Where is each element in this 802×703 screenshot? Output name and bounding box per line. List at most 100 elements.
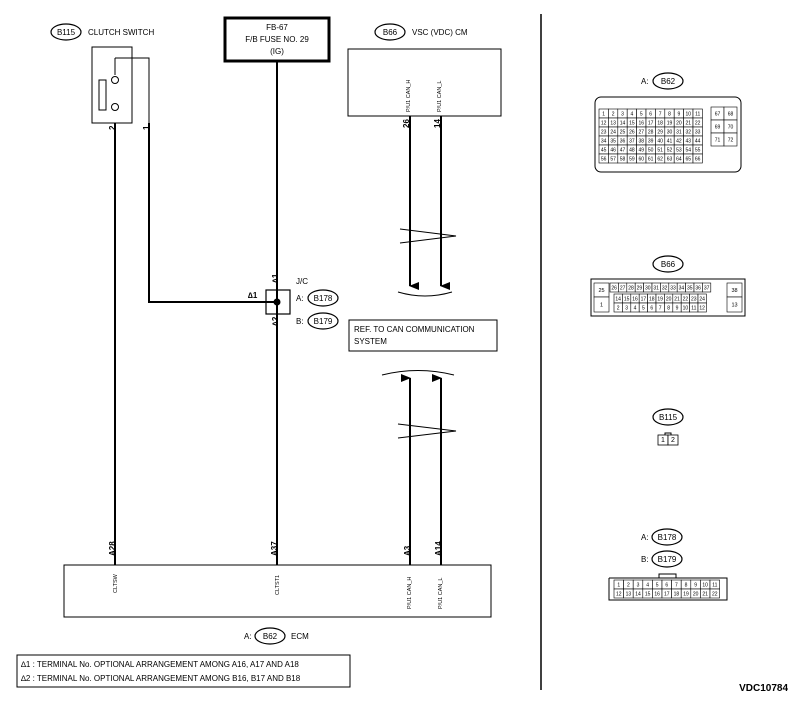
- jc-b-badge: [307, 312, 339, 330]
- pin-number: 28: [648, 129, 654, 135]
- pin-number: 40: [657, 138, 663, 144]
- pin-cell: [726, 296, 743, 313]
- pin-number: 5: [642, 305, 645, 311]
- pin-number: 66: [695, 156, 701, 162]
- twist-marker-lower: [397, 423, 457, 439]
- pin-number: 30: [667, 129, 673, 135]
- pin-number: 4: [646, 582, 649, 588]
- pin-number: 35: [610, 138, 616, 144]
- pin-number: 3: [637, 582, 640, 588]
- pin-number: 41: [667, 138, 673, 144]
- pin-number: 8: [668, 111, 671, 117]
- pin-number: 13: [626, 591, 632, 597]
- pin-number: 24: [610, 129, 616, 135]
- pin-number: 32: [686, 129, 692, 135]
- fuse-box: FB-67 F/B FUSE NO. 29 (IG): [223, 16, 331, 63]
- pin-number: 11: [691, 305, 696, 311]
- b115-pin: 2: [671, 437, 675, 444]
- pin-number: 21: [674, 296, 680, 302]
- pin-number: 60: [639, 156, 645, 162]
- b115-pin: 1: [661, 437, 665, 444]
- jc-a-prefix: A:: [296, 294, 304, 303]
- note-2: ∆2 : TERMINAL No. OPTIONAL ARRANGEMENT A…: [21, 674, 301, 683]
- ecm-body: [63, 564, 492, 618]
- ecm-name: ECM: [291, 632, 309, 641]
- pin-number: 37: [629, 138, 635, 144]
- pin-number: 5: [656, 582, 659, 588]
- fuse-line2: F/B FUSE NO. 29: [245, 35, 309, 44]
- pin-number: 20: [693, 591, 699, 597]
- pin-number: 72: [728, 137, 734, 143]
- notes-box: ∆1 : TERMINAL No. OPTIONAL ARRANGEMENT A…: [16, 654, 351, 688]
- pin-number: 36: [620, 138, 626, 144]
- pin-number: 61: [648, 156, 654, 162]
- pin-number: 46: [610, 147, 616, 153]
- pin-number: 15: [624, 296, 630, 302]
- connector-badge: [50, 23, 82, 41]
- b66-badge: [652, 255, 684, 273]
- ecm-pin-label: A28: [108, 541, 117, 556]
- pin-number: 39: [648, 138, 654, 144]
- pin-number: 56: [601, 156, 607, 162]
- pin-number: 18: [674, 591, 680, 597]
- pin-number: 10: [686, 111, 692, 117]
- jc-junction-dot: [273, 298, 281, 306]
- pin-number: 8: [667, 305, 670, 311]
- pin-number: 7: [659, 305, 662, 311]
- component-name: VSC (VDC) CM: [412, 28, 468, 37]
- ecm-pin-signal: P/U1 CAN_H: [407, 577, 413, 609]
- pin-number: 55: [695, 147, 701, 153]
- fuse-line1: FB-67: [266, 23, 288, 32]
- pin-number: 1: [600, 302, 603, 308]
- pin-number: 15: [645, 591, 651, 597]
- pin-number: 52: [667, 147, 673, 153]
- pin-number: 20: [676, 120, 682, 126]
- ecm-prefix: A:: [244, 632, 252, 641]
- b179-badge: [651, 550, 683, 568]
- pin-cell: [593, 296, 610, 313]
- pin-number: 14: [620, 120, 626, 126]
- ref-can-box: REF. TO CAN COMMUNICATION SYSTEM: [348, 319, 498, 352]
- b179-code: B179: [658, 555, 677, 564]
- pin-number: 3: [625, 305, 628, 311]
- pin-number: 68: [728, 111, 734, 117]
- pin-number: 48: [629, 147, 635, 153]
- pin-number: 10: [683, 305, 689, 311]
- pin-number: 27: [639, 129, 645, 135]
- pin-number: 13: [610, 120, 616, 126]
- pin-number: 5: [640, 111, 643, 117]
- pin-number: 57: [610, 156, 616, 162]
- pin-number: 62: [657, 156, 663, 162]
- wire-clutch-to-jc: [148, 123, 277, 303]
- jc-star1-left: ∆1: [248, 291, 258, 300]
- pin-number: 36: [695, 285, 701, 291]
- jc-name: J/C: [296, 277, 308, 286]
- switch-contact-top: [111, 76, 119, 84]
- b115-code: B115: [659, 413, 678, 422]
- switch-internal-wire: [115, 57, 150, 123]
- pin-number: 43: [686, 138, 692, 144]
- pin-number: 14: [635, 591, 641, 597]
- pin-number: 7: [659, 111, 662, 117]
- b178-key: [658, 573, 677, 578]
- joint-connector: J/C ∆1 ∆2 ∆1 A: B178 B: B179: [248, 273, 339, 330]
- pin-number: 6: [650, 305, 653, 311]
- ecm-badge: [254, 627, 286, 645]
- pin-number: 1: [602, 111, 605, 117]
- pin-number: 7: [675, 582, 678, 588]
- pin-number: 34: [601, 138, 607, 144]
- connector-b115: B115 1 2: [652, 408, 684, 446]
- pin-number: 63: [667, 156, 673, 162]
- switch-plunger: [98, 79, 107, 111]
- clutch-switch: B115 CLUTCH SWITCH 2 1: [50, 23, 154, 130]
- pin-number: 34: [679, 285, 685, 291]
- pin-number: 22: [712, 591, 718, 597]
- pin-number: 16: [639, 120, 645, 126]
- pin-number: 25: [598, 288, 604, 294]
- pin-number: 31: [676, 129, 682, 135]
- pin-number: 58: [620, 156, 626, 162]
- pin-number: 21: [702, 591, 708, 597]
- vsc-body: [347, 48, 502, 117]
- ecm-code: B62: [263, 632, 278, 641]
